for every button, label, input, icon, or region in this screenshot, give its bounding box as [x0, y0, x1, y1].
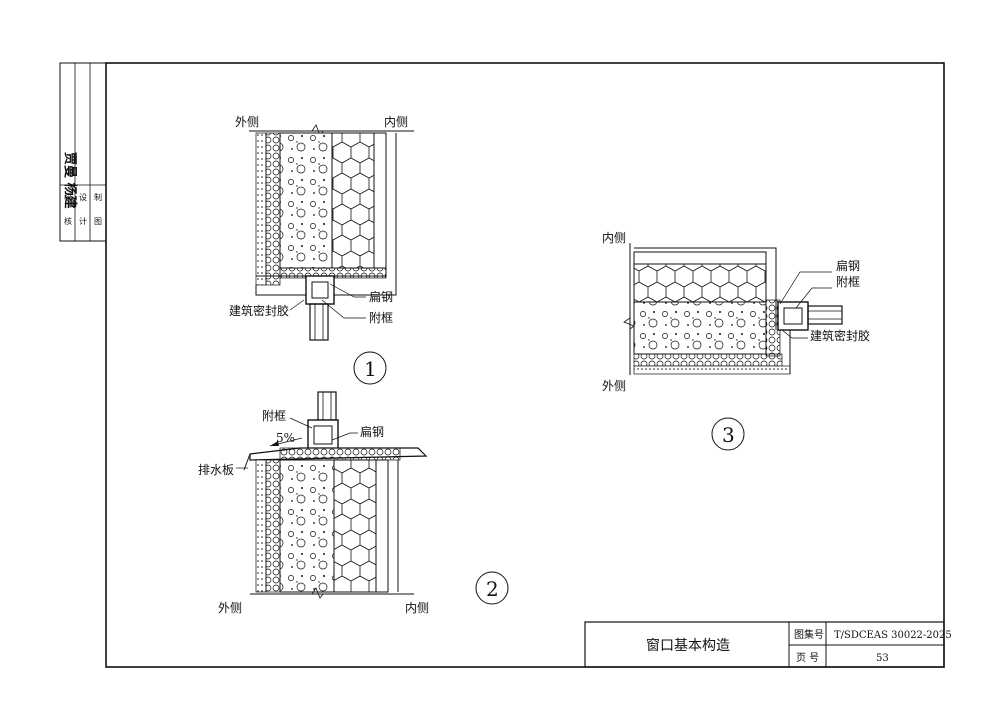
d3-inside-label: 内侧 — [602, 231, 626, 245]
d3-outside-label: 外侧 — [602, 379, 626, 393]
atlas-no-label: 图集号 — [794, 628, 824, 641]
d3-detail-number: 3 — [722, 423, 735, 447]
d2-sub-frame-label: 附框 — [262, 409, 286, 423]
d2-slope-label: 5% — [276, 431, 295, 445]
signature-text: 贾曼 杨建 — [62, 152, 78, 209]
d3-sealant-label: 建筑密封胶 — [810, 328, 870, 343]
d2-inside-label: 内侧 — [405, 601, 429, 615]
detail-2 — [236, 391, 509, 605]
page-label: 页 号 — [796, 652, 819, 664]
side-signature-block: 贾曼 杨建 校 核 设 计 制 图 — [59, 62, 107, 242]
sheet-border — [105, 62, 945, 668]
detail-1 — [249, 124, 414, 385]
d1-outside-label: 外侧 — [235, 115, 259, 129]
title-block — [584, 621, 945, 668]
d1-detail-number: 1 — [364, 357, 377, 381]
role-design: 设 — [79, 192, 87, 202]
d1-flat-steel-label: 扁钢 — [369, 290, 393, 304]
d1-sealant-label: 建筑密封胶 — [229, 303, 289, 318]
d3-sub-frame-label: 附框 — [836, 275, 860, 289]
detail-3 — [623, 243, 843, 451]
d1-inside-label: 内侧 — [384, 115, 408, 129]
d2-outside-label: 外侧 — [218, 601, 242, 615]
d1-sub-frame-label: 附框 — [369, 311, 393, 325]
role-check: 校 — [64, 192, 72, 202]
atlas-no-value: T/SDCEAS 30022-2025 — [834, 630, 952, 641]
role-make: 制 — [94, 192, 102, 202]
d2-drain-board-label: 排水板 — [198, 463, 234, 477]
role-drawing: 图 — [94, 217, 102, 226]
role-approve: 核 — [64, 216, 72, 226]
drawing-title: 窗口基本构造 — [646, 637, 730, 654]
role-calc: 计 — [79, 216, 87, 226]
d2-detail-number: 2 — [486, 577, 499, 601]
d3-flat-steel-label: 扁钢 — [836, 259, 860, 273]
d2-flat-steel-label: 扁钢 — [360, 425, 384, 439]
page-value: 53 — [876, 653, 889, 664]
